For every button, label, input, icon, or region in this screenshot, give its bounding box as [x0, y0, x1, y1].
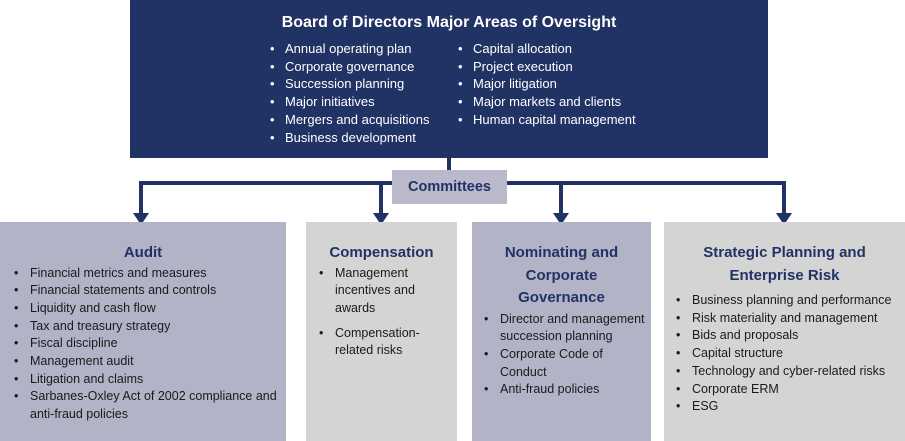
- list-item: Management audit: [14, 353, 280, 371]
- list-item: Corporate Code of Conduct: [484, 346, 645, 381]
- strategic-committee-list: Business planning and performance Risk m…: [664, 292, 905, 416]
- list-item: Liquidity and cash flow: [14, 300, 280, 318]
- arrow-down-icon: [373, 213, 389, 225]
- nominating-committee-box: Nominating and Corporate Governance Dire…: [472, 222, 651, 441]
- list-item: Management incentives and awards: [319, 265, 449, 318]
- audit-committee-title: Audit: [123, 244, 163, 261]
- list-item: ESG: [676, 398, 897, 416]
- list-item: Corporate ERM: [676, 381, 897, 399]
- compensation-committee-list: Management incentives and awards Compens…: [306, 265, 457, 361]
- board-item: Project execution: [458, 58, 636, 76]
- list-item: Fiscal discipline: [14, 335, 280, 353]
- board-item: Human capital management: [458, 111, 636, 129]
- board-item: Major markets and clients: [458, 93, 636, 111]
- audit-committee-list: Financial metrics and measures Financial…: [0, 265, 286, 424]
- board-item: Annual operating plan: [270, 40, 430, 58]
- list-item: Tax and treasury strategy: [14, 318, 280, 336]
- list-item: Risk materiality and management: [676, 310, 897, 328]
- arrow-down-icon: [133, 213, 149, 225]
- list-item: Business planning and performance: [676, 292, 897, 310]
- list-item: Financial metrics and measures: [14, 265, 280, 283]
- board-item: Corporate governance: [270, 58, 430, 76]
- board-oversight-box: Board of Directors Major Areas of Oversi…: [130, 0, 768, 158]
- nominating-committee-title: Nominating and Corporate Governance: [504, 244, 619, 306]
- board-oversight-list-left: Annual operating plan Corporate governan…: [270, 40, 430, 146]
- strategic-committee-title: Strategic Planning and Enterprise Risk: [703, 244, 866, 284]
- list-item: Sarbanes-Oxley Act of 2002 compliance an…: [14, 388, 280, 423]
- board-item: Major litigation: [458, 75, 636, 93]
- board-item: Capital allocation: [458, 40, 636, 58]
- committees-label: Committees: [408, 179, 491, 195]
- compensation-committee-box: Compensation Management incentives and a…: [306, 222, 457, 441]
- list-item: Anti-fraud policies: [484, 381, 645, 399]
- list-item: Capital structure: [676, 345, 897, 363]
- list-item: Bids and proposals: [676, 327, 897, 345]
- list-item: Director and management succession plann…: [484, 311, 645, 346]
- list-item: Financial statements and controls: [14, 282, 280, 300]
- arrow-down-icon: [776, 213, 792, 225]
- committees-label-box: Committees: [392, 170, 507, 204]
- board-title: Board of Directors Major Areas of Oversi…: [281, 14, 617, 31]
- audit-committee-box: Audit Financial metrics and measures Fin…: [0, 222, 286, 441]
- board-item: Succession planning: [270, 75, 430, 93]
- board-item: Business development: [270, 129, 430, 147]
- arrow-down-icon: [553, 213, 569, 225]
- board-oversight-list-right: Capital allocation Project execution Maj…: [458, 40, 636, 129]
- list-item: Litigation and claims: [14, 371, 280, 389]
- board-item: Major initiatives: [270, 93, 430, 111]
- strategic-committee-box: Strategic Planning and Enterprise Risk B…: [664, 222, 905, 441]
- list-item: Compensation-related risks: [319, 325, 449, 360]
- compensation-committee-title: Compensation: [329, 244, 434, 261]
- nominating-committee-list: Director and management succession plann…: [472, 311, 651, 400]
- board-item: Mergers and acquisitions: [270, 111, 430, 129]
- list-item: Technology and cyber-related risks: [676, 363, 897, 381]
